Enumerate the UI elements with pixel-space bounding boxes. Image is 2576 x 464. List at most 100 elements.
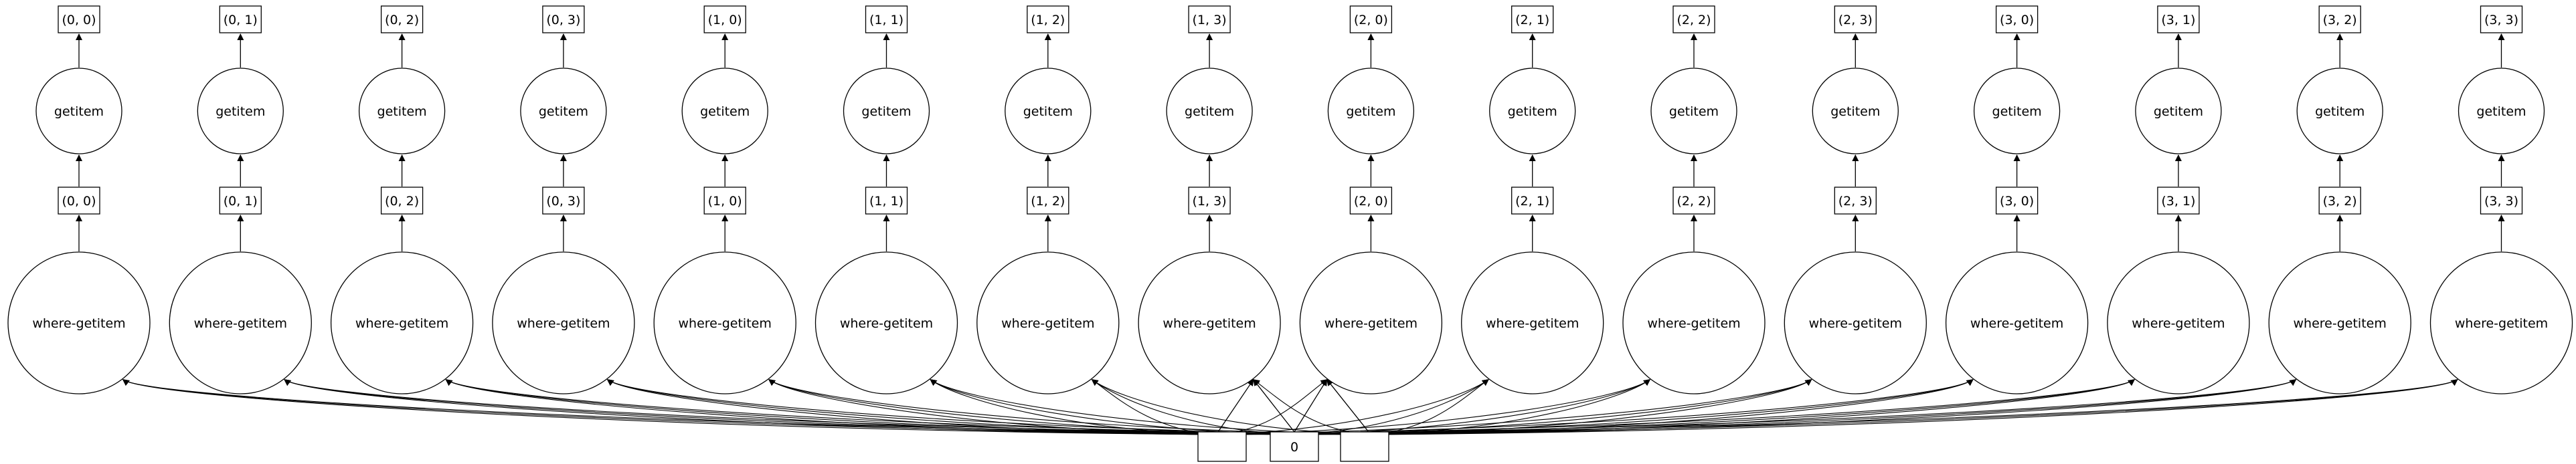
key-node: (0, 2) <box>380 5 424 33</box>
getitem-node: getitem <box>1812 68 1899 154</box>
chunk-node-label: (0, 2) <box>385 194 419 209</box>
key-node-box <box>58 5 100 33</box>
key-node-box <box>865 5 908 33</box>
key-node-label: (3, 3) <box>2484 13 2518 27</box>
where-getitem-node-label: where-getitem <box>1001 316 1094 331</box>
getitem-node: getitem <box>681 68 768 154</box>
chunk-node-label: (1, 3) <box>1193 194 1227 209</box>
key-node-label: (1, 0) <box>708 13 742 27</box>
getitem-node-label: getitem <box>1185 104 1234 119</box>
chunk-node: (0, 3) <box>542 187 585 215</box>
where-getitem-node: where-getitem <box>1299 251 1443 394</box>
chunk-node: (3, 1) <box>2157 187 2200 215</box>
chunk-node-box <box>1834 187 1877 215</box>
getitem-node: getitem <box>1489 68 1576 154</box>
key-node: (2, 2) <box>1672 5 1715 33</box>
chunk-node: (1, 2) <box>1027 187 1069 215</box>
graph-nodes: (0, 0)getitem(0, 0)where-getitem(0, 1)ge… <box>7 5 2573 462</box>
getitem-node: getitem <box>1166 68 1253 154</box>
chunk-node-label: (3, 3) <box>2484 194 2518 209</box>
chunk-node-box <box>2480 187 2523 215</box>
key-node-label: (3, 2) <box>2323 13 2357 27</box>
where-getitem-node-circle <box>1461 251 1604 394</box>
key-node-box <box>219 5 262 33</box>
getitem-node-label: getitem <box>1508 104 1557 119</box>
getitem-node-circle <box>2135 68 2222 154</box>
key-node-box <box>2318 5 2361 33</box>
getitem-node-circle <box>843 68 930 154</box>
graph-edges <box>76 33 2505 435</box>
getitem-node: getitem <box>2458 68 2545 154</box>
getitem-node-label: getitem <box>861 104 911 119</box>
getitem-node-circle <box>1650 68 1737 154</box>
edge-input-to-where <box>606 379 1295 435</box>
where-getitem-node: where-getitem <box>492 251 635 394</box>
key-node-label: (0, 3) <box>546 13 580 27</box>
key-node-label: (1, 2) <box>1031 13 1065 27</box>
getitem-node-label: getitem <box>1023 104 1073 119</box>
getitem-node-label: getitem <box>2154 104 2203 119</box>
key-node-label: (2, 1) <box>1515 13 1549 27</box>
chunk-node-box <box>2318 187 2361 215</box>
key-node-label: (2, 2) <box>1677 13 1711 27</box>
getitem-node-circle <box>1005 68 1092 154</box>
where-getitem-node: where-getitem <box>1622 251 1766 394</box>
where-getitem-node-label: where-getitem <box>1486 316 1579 331</box>
where-getitem-node: where-getitem <box>330 251 474 394</box>
chunk-node-label: (2, 3) <box>1838 194 1873 209</box>
edge-input-to-where <box>930 379 1371 435</box>
getitem-node: getitem <box>358 68 446 154</box>
edge-input-to-where <box>284 379 1371 435</box>
edge-input-to-where <box>1216 379 2297 435</box>
where-getitem-node-label: where-getitem <box>2294 316 2387 331</box>
getitem-node-label: getitem <box>54 104 104 119</box>
getitem-node-circle <box>1973 68 2061 154</box>
where-getitem-node: where-getitem <box>1461 251 1604 394</box>
key-node: (3, 3) <box>2480 5 2523 33</box>
edge-input-to-where <box>445 379 1217 435</box>
getitem-node-label: getitem <box>1346 104 1395 119</box>
chunk-node: (2, 1) <box>1511 187 1554 215</box>
key-node: (2, 0) <box>1349 5 1393 33</box>
where-getitem-node: where-getitem <box>653 251 796 394</box>
where-getitem-node-label: where-getitem <box>194 316 287 331</box>
chunk-node-label: (0, 0) <box>62 194 96 209</box>
getitem-node: getitem <box>843 68 930 154</box>
edge-input-to-where <box>445 379 1371 435</box>
where-getitem-node-circle <box>2268 251 2411 394</box>
where-getitem-node: where-getitem <box>1784 251 1927 394</box>
edge-input-to-where <box>930 379 1217 435</box>
chunk-node-label: (1, 2) <box>1031 194 1065 209</box>
key-node-label: (1, 1) <box>869 13 904 27</box>
input-node: 0 <box>1270 431 1319 462</box>
chunk-node: (0, 2) <box>380 187 424 215</box>
where-getitem-node-label: where-getitem <box>32 316 125 331</box>
where-getitem-node-label: where-getitem <box>1647 316 1740 331</box>
where-getitem-node: where-getitem <box>976 251 1120 394</box>
edge-input-to-where <box>1369 379 2297 435</box>
chunk-node: (3, 3) <box>2480 187 2523 215</box>
key-node: (0, 0) <box>58 5 100 33</box>
chunk-node: (2, 0) <box>1349 187 1393 215</box>
where-getitem-node: where-getitem <box>1945 251 2089 394</box>
key-node-box <box>2480 5 2523 33</box>
where-getitem-node-label: where-getitem <box>517 316 610 331</box>
key-node-box <box>380 5 424 33</box>
chunk-node-box <box>380 187 424 215</box>
key-node-label: (3, 0) <box>2000 13 2034 27</box>
key-node-label: (2, 3) <box>1838 13 1873 27</box>
key-node: (3, 1) <box>2157 5 2200 33</box>
where-getitem-node-circle <box>1784 251 1927 394</box>
key-node: (2, 3) <box>1834 5 1877 33</box>
getitem-node-circle <box>2296 68 2383 154</box>
key-node-box <box>1349 5 1393 33</box>
key-node-box <box>1188 5 1231 33</box>
getitem-node-circle <box>520 68 607 154</box>
chunk-node-label: (1, 0) <box>708 194 742 209</box>
chunk-node: (2, 2) <box>1672 187 1715 215</box>
key-node: (2, 1) <box>1511 5 1554 33</box>
edge-input-to-where <box>1091 379 1217 435</box>
chunk-node-box <box>1349 187 1393 215</box>
chunk-node-label: (3, 2) <box>2323 194 2357 209</box>
edge-input-to-where <box>1217 378 1254 433</box>
